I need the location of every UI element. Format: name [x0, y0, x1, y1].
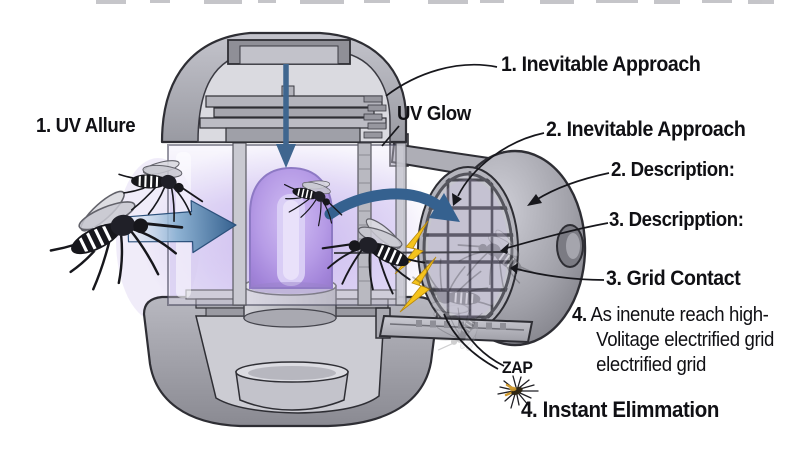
- leader-lines: [381, 63, 610, 370]
- step4-line3: electrified grid: [596, 354, 707, 376]
- label-uv-allure: 1. UV Allure: [36, 115, 136, 137]
- glass-cylinder: [167, 142, 407, 306]
- label-description-2: 2. Description:: [611, 159, 735, 181]
- label-inevitable-approach-1: 1. Inevitable Approach: [501, 53, 701, 76]
- label-instant-elimination: 4. Instant Elimmation: [521, 397, 719, 422]
- device-base: [142, 289, 439, 428]
- step4-number: 4.: [572, 304, 587, 326]
- label-inevitable-approach-2: 2. Inevitable Approach: [546, 118, 746, 141]
- zap-burst-icon: [497, 375, 539, 409]
- label-zap: ZAP: [502, 358, 533, 377]
- step4-line2: Volitage electrified grid: [596, 329, 775, 351]
- label-descripption-3: 3. Descripption:: [609, 209, 744, 231]
- side-vent-hole: [556, 224, 584, 268]
- step4-line1: As inenute reach high-: [590, 304, 769, 326]
- label-grid-contact: 3. Grid Contact: [606, 267, 741, 290]
- airflow-down-arrow: [276, 64, 296, 168]
- label-step4-description: 4. As inenute reach high- Volitage elect…: [572, 303, 774, 378]
- curved-approach-arrow: [324, 188, 460, 222]
- leader-arrowheads: [452, 193, 542, 274]
- label-uv-glow: UV Glow: [397, 103, 471, 125]
- top-crop-artifacts: [96, 0, 774, 4]
